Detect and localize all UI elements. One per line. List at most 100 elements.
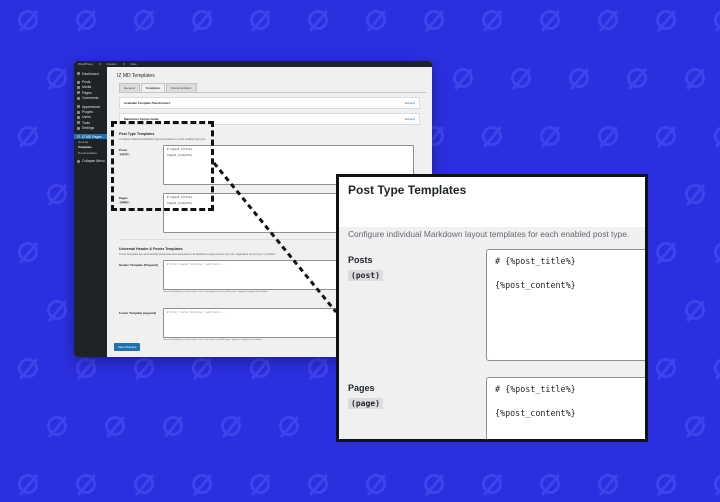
pattern-circle-icon (192, 358, 212, 378)
help-text: Universal Markdown markup output at the … (163, 291, 269, 293)
post-type-code: (page) (348, 398, 383, 409)
sidebar-subitem-templates[interactable]: Templates (74, 145, 107, 150)
settings-icon (77, 126, 80, 130)
post-type-code: (page) (119, 201, 130, 204)
tab-documentation[interactable]: Documentation (166, 83, 197, 92)
admin-bar-item[interactable]: 0 (98, 62, 101, 66)
pattern-circle-icon (598, 126, 618, 146)
pattern-circle-icon (714, 10, 720, 30)
tab-templates[interactable]: Templates (140, 83, 166, 92)
pattern-circle-icon (18, 10, 38, 30)
zoom-title: Post Type Templates (348, 183, 467, 197)
pattern-circle-icon (598, 10, 618, 30)
sidebar-item-label: Tools (82, 120, 90, 125)
pattern-circle-icon (308, 10, 328, 30)
pattern-circle-icon (366, 474, 386, 494)
sidebar-item-label: Media (82, 85, 92, 90)
pattern-circle-icon (569, 68, 589, 88)
section-title: Post Type Templates (119, 132, 155, 136)
sidebar-item-label: Comments (82, 96, 99, 101)
pattern-circle-icon (366, 10, 386, 30)
sidebar-item-label: Plugins (82, 110, 94, 115)
zoom-row-posts: Posts(post) # {%post_title%} {%post_cont… (339, 247, 645, 375)
sidebar-item-plugins[interactable]: Plugins (74, 109, 107, 114)
pattern-circle-icon (482, 474, 502, 494)
sidebar-item-label: Dashboard (82, 71, 99, 76)
sidebar-item-media[interactable]: Media (74, 85, 107, 90)
sidebar-item-dashboard[interactable]: Dashboard (74, 71, 107, 76)
pattern-circle-icon (76, 474, 96, 494)
posts-template-textarea[interactable]: # {%post_title%} {%post_content%} (486, 249, 645, 361)
row-label: Footer Template (Append) (119, 311, 157, 315)
pattern-circle-icon (308, 358, 328, 378)
pattern-circle-icon (250, 474, 270, 494)
zoom-description-area: Configure individual Markdown layout tem… (339, 227, 645, 247)
pages-template-textarea[interactable]: # {%post_title%} {%post_content%} (486, 377, 645, 439)
panel-label: Markdown Syntax Guide (124, 117, 159, 121)
pattern-circle-icon (714, 358, 720, 378)
admin-bar-item[interactable]: WordPress (78, 62, 93, 66)
post-type-code: (post) (119, 153, 130, 156)
appearance-icon (77, 105, 80, 109)
pattern-circle-icon (656, 10, 676, 30)
pattern-circle-icon (714, 126, 720, 146)
section-description: These templates are automatically prepen… (119, 253, 276, 256)
sidebar-item-tools[interactable]: Tools (74, 120, 107, 125)
zoom-row-pages: Pages(page) # {%post_title%} {%post_cont… (339, 375, 645, 439)
zoom-callout: Post Type Templates Configure individual… (336, 174, 648, 442)
expand-link[interactable]: Expand (404, 101, 415, 105)
pattern-circle-icon (685, 68, 705, 88)
admin-bar-item[interactable]: Custom (106, 62, 117, 66)
sidebar-item-iz-md-pages[interactable]: IZ MD Pages (74, 133, 107, 140)
pattern-circle-icon (192, 10, 212, 30)
pattern-circle-icon (685, 416, 705, 436)
pattern-circle-icon (453, 68, 473, 88)
sidebar-item-label: Appearance (82, 104, 101, 109)
pattern-circle-icon (656, 242, 676, 262)
pattern-circle-icon (47, 184, 67, 204)
sidebar-item-label: IZ MD Pages (82, 134, 102, 139)
tab-general[interactable]: General (119, 83, 140, 92)
placeholders-panel[interactable]: Available Template Placeholders Expand (119, 97, 420, 109)
row-label: Pages(page) (119, 196, 130, 204)
post-type-code: (post) (348, 270, 383, 281)
pattern-circle-icon (714, 474, 720, 494)
pattern-circle-icon (279, 416, 299, 436)
expand-link[interactable]: Expand (404, 117, 415, 121)
zoom-header: Post Type Templates (339, 177, 645, 227)
posts-icon (77, 80, 80, 84)
pattern-circle-icon (540, 126, 560, 146)
sidebar-subitem-general[interactable]: General (74, 139, 107, 144)
pattern-circle-icon (685, 300, 705, 320)
row-label: Header Template (Prepend) (119, 263, 158, 267)
pattern-circle-icon (18, 358, 38, 378)
sidebar-item-comments[interactable]: Comments (74, 96, 107, 101)
pattern-circle-icon (47, 416, 67, 436)
admin-bar-item[interactable]: 0 (122, 62, 125, 66)
panel-label: Available Template Placeholders (124, 101, 171, 105)
row-label: Posts(post) (119, 148, 130, 156)
dashboard-icon (77, 72, 80, 76)
pattern-circle-icon (18, 474, 38, 494)
pattern-circle-icon (540, 10, 560, 30)
pattern-circle-icon (308, 474, 328, 494)
pattern-circle-icon (134, 358, 154, 378)
pattern-circle-icon (18, 242, 38, 262)
pattern-circle-icon (482, 10, 502, 30)
collapse-menu-button[interactable]: Collapse Menu (74, 158, 107, 163)
sidebar-item-pages[interactable]: Pages (74, 90, 107, 95)
sidebar-item-settings[interactable]: Settings (74, 126, 107, 131)
pattern-circle-icon (482, 126, 502, 146)
sidebar-item-appearance[interactable]: Appearance (74, 104, 107, 109)
sidebar-subitem-documentation[interactable]: Documentation (74, 150, 107, 155)
pattern-circle-icon (76, 358, 96, 378)
sidebar-item-label: Posts (82, 80, 91, 85)
divider (119, 239, 420, 240)
save-changes-button[interactable]: Save Changes (114, 343, 141, 351)
pattern-circle-icon (134, 474, 154, 494)
pattern-circle-icon (250, 358, 270, 378)
sidebar-item-posts[interactable]: Posts (74, 79, 107, 84)
pattern-circle-icon (47, 68, 67, 88)
sidebar-item-users[interactable]: Users (74, 115, 107, 120)
admin-bar-item[interactable]: New (130, 62, 137, 66)
